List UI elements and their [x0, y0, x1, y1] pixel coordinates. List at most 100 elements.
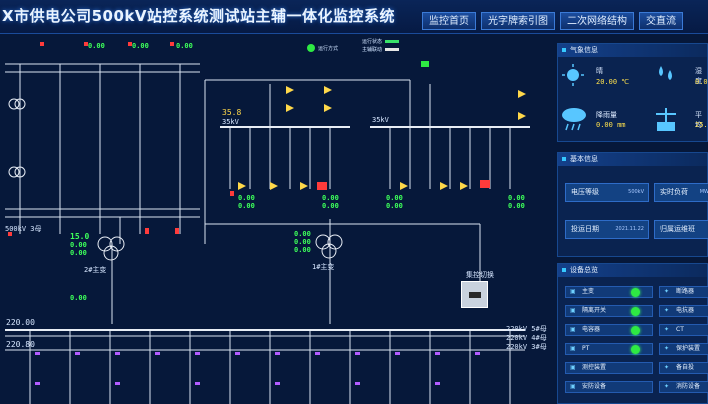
- status-dot: [631, 307, 640, 316]
- t2-readout: 0.00: [70, 249, 87, 257]
- legend-swatch: [385, 48, 400, 51]
- bus-voltage-35: 35.8: [222, 108, 242, 117]
- device-breaker[interactable]: ✦ 断路器: [659, 286, 708, 298]
- device-label: 电抗器: [676, 307, 695, 314]
- tab-acdc[interactable]: 交直流: [639, 12, 683, 30]
- tab-network[interactable]: 二次网络结构: [560, 12, 634, 30]
- device-protection[interactable]: ✦ 保护装置: [659, 343, 708, 355]
- device-label: CT: [676, 326, 684, 333]
- device-label: 断路器: [676, 288, 695, 295]
- commission-date-card[interactable]: 投运日期 2021.11.22: [565, 220, 649, 239]
- device-icon: ▣: [570, 288, 576, 295]
- device-icon: ✦: [664, 364, 670, 371]
- device-overview-panel: 设备总览 ▣主变 ▣隔离开关 ▣电容器 ▣PT ▣测控装置 ▣安防设备 ✦断路器…: [557, 263, 708, 404]
- feeder-readout: 0.00: [70, 294, 87, 302]
- realtime-load-card[interactable]: 实时负荷 MW: [654, 183, 708, 202]
- device-auto-switch[interactable]: ✦ 备自投: [659, 362, 708, 374]
- legend-item: 主辅联动: [362, 46, 400, 53]
- card-value: MW: [699, 189, 708, 195]
- device-label: 保护装置: [676, 345, 701, 352]
- readout-value: 0.00: [322, 202, 339, 210]
- legend-swatch: [385, 40, 400, 43]
- legend-label: 运行方式: [318, 46, 339, 52]
- device-icon: ✦: [664, 326, 670, 333]
- basic-info-panel: 基本信息 电压等级 500kV 实时负荷 MW 投运日期 2021.11.22 …: [557, 152, 708, 257]
- t1-readout: 0.00: [294, 246, 311, 254]
- card-value: 500kV: [628, 189, 644, 195]
- device-icon: ▣: [570, 307, 576, 314]
- t1-readout: 0.00: [294, 230, 311, 238]
- legend-auto-run: 运行方式: [318, 45, 338, 52]
- rainfall-value: 0.00 mm: [596, 121, 626, 129]
- single-line-diagram: 运行方式 运行状态 主辅联动 35.8 35kV 35kV 2#主变 1#主变 …: [0, 34, 556, 404]
- rain-cloud-icon: [562, 108, 586, 131]
- readout-value: 0.00: [508, 202, 525, 210]
- feeder-readout: 0.00: [176, 42, 193, 50]
- card-label: 电压等级: [571, 188, 599, 196]
- card-label: 实时负荷: [660, 188, 688, 196]
- tab-light-index[interactable]: 光字牌索引图: [481, 12, 555, 30]
- wind-meter-icon: [656, 108, 676, 131]
- transformer-2-label: 2#主变: [84, 266, 107, 274]
- status-dot: [631, 326, 640, 335]
- device-label: 主变: [582, 288, 595, 295]
- humidity-value: 0.00: [695, 78, 708, 86]
- maintenance-team-card[interactable]: 归属运维班: [654, 220, 708, 239]
- bus-500-label: 500kV 3母: [5, 225, 42, 233]
- run-indicator-icon: [307, 44, 315, 52]
- device-ct[interactable]: ✦ CT: [659, 324, 708, 336]
- legend-item: 运行状态: [362, 38, 400, 45]
- device-icon: ✦: [664, 383, 670, 390]
- t1-readout: 0.00: [294, 238, 311, 246]
- device-icon: ✦: [664, 345, 670, 352]
- device-label: 测控装置: [582, 364, 607, 371]
- transformer-1-label: 1#主变: [312, 263, 335, 271]
- device-measure-control[interactable]: ▣ 测控装置: [565, 362, 653, 374]
- device-label: 安防设备: [582, 383, 607, 390]
- device-icon: ✦: [664, 307, 670, 314]
- schematic-svg: [5, 42, 530, 404]
- card-label: 投运日期: [571, 225, 599, 233]
- bus-voltage-220: 220.00: [6, 318, 35, 327]
- title-bar: X市供电公司500kV站控系统测试站主辅一体化监控系统 监控首页 光字牌索引图 …: [0, 0, 708, 34]
- feeder-readout: 0.00: [88, 42, 105, 50]
- card-value: 2021.11.22: [615, 226, 644, 232]
- readout-value: 0.00: [238, 202, 255, 210]
- tab-home[interactable]: 监控首页: [422, 12, 476, 30]
- device-icon: ▣: [570, 364, 576, 371]
- bus-side-label: 220kV 3#母: [506, 343, 547, 351]
- device-icon: ✦: [664, 288, 670, 295]
- t2-readout: 0.00: [70, 241, 87, 249]
- device-icon: ▣: [570, 383, 576, 390]
- device-icon: ▣: [570, 345, 576, 352]
- status-dot: [631, 288, 640, 297]
- bus-side-label: 220kV 4#母: [506, 334, 547, 342]
- t2-readout: 15.0: [70, 232, 90, 241]
- readout-value: 0.00: [386, 194, 403, 202]
- card-label: 归属运维班: [660, 225, 695, 233]
- device-fire[interactable]: ✦ 消防设备: [659, 381, 708, 393]
- control-switch-label: 集控切换: [466, 271, 494, 279]
- readout-value: 0.00: [322, 194, 339, 202]
- device-label: 备自投: [676, 364, 695, 371]
- nav-tabs: 监控首页 光字牌索引图 二次网络结构 交直流: [422, 12, 683, 30]
- readout-value: 0.00: [508, 194, 525, 202]
- basic-info-title: 基本信息: [558, 153, 707, 166]
- readout-value: 0.00: [238, 194, 255, 202]
- bus-label-35-left: 35kV: [222, 118, 239, 126]
- bus-voltage-220-2: 220.80: [6, 340, 35, 349]
- device-label: 隔离开关: [582, 307, 607, 314]
- device-reactor[interactable]: ✦ 电抗器: [659, 305, 708, 317]
- voltage-level-card[interactable]: 电压等级 500kV: [565, 183, 649, 202]
- weather-panel-title: 气象信息: [558, 44, 707, 57]
- feeder-readout: 0.00: [132, 42, 149, 50]
- readout-value: 0.00: [386, 202, 403, 210]
- control-switch[interactable]: [461, 281, 488, 308]
- weather-panel: 气象信息 晴 20.00 ℃ 湿度 0.00 降雨量 0.00 mm 平均 25…: [557, 43, 708, 142]
- device-security[interactable]: ▣ 安防设备: [565, 381, 653, 393]
- bus-side-label: 220kV 5#母: [506, 325, 547, 333]
- control-switch-handle: [469, 292, 481, 298]
- bus-label-35-right: 35kV: [372, 116, 389, 124]
- device-label: 消防设备: [676, 383, 701, 390]
- humidity-label: 湿度: [695, 67, 702, 85]
